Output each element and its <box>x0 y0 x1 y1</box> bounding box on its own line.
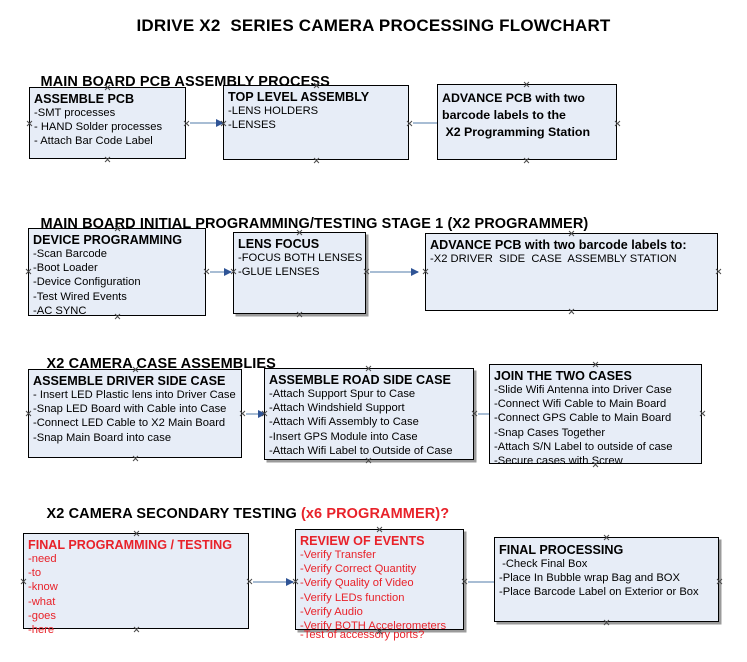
node-title: JOIN THE TWO CASES <box>494 369 632 383</box>
node-line: -Verify Quality of Video <box>300 577 414 590</box>
node-line: -SMT processes <box>34 107 116 119</box>
node-lens-focus[interactable]: LENS FOCUS -FOCUS BOTH LENSES -GLUE LENS… <box>233 232 366 314</box>
node-join-the-two-cases[interactable]: JOIN THE TWO CASES -Slide Wifi Antenna i… <box>489 364 702 467</box>
node-assemble-road-side-case[interactable]: ASSEMBLE ROAD SIDE CASE -Attach Support … <box>264 368 474 460</box>
node-line: -Connect Wifi Cable to Main Board <box>494 398 667 411</box>
node-line: -Verify LEDs function <box>300 591 405 604</box>
node-final-programming-testing[interactable]: FINAL PROGRAMMING / TESTING -need -to -k… <box>23 533 249 636</box>
node-title: TOP LEVEL ASSEMBLY <box>228 90 370 104</box>
node-line: -LENS HOLDERS <box>228 105 319 117</box>
node-line: -AC SYNC <box>33 304 87 317</box>
node-title: REVIEW OF EVENTS <box>300 534 425 548</box>
node-line: X2 Programming Station <box>442 125 591 139</box>
node-title: ASSEMBLE ROAD SIDE CASE <box>269 373 451 387</box>
node-title: ADVANCE PCB with two barcode labels to: <box>430 238 687 252</box>
node-line: - Attach Bar Code Label <box>34 135 153 148</box>
node-line: -Connect LED Cable to X2 Main Board <box>33 417 226 430</box>
node-title: FINAL PROGRAMMING / TESTING <box>28 538 233 552</box>
connector-arrow <box>190 118 224 127</box>
node-line: -need <box>28 553 57 565</box>
node-top-level-assembly[interactable]: TOP LEVEL ASSEMBLY -LENS HOLDERS -LENSES <box>223 85 409 160</box>
node-line: -Verify Audio <box>300 605 363 618</box>
node-line: -Connect GPS Cable to Main Board <box>494 412 672 425</box>
node-overflow-line: -Test of accessory ports? <box>300 629 425 641</box>
node-title: FINAL PROCESSING <box>499 543 624 557</box>
node-line: -Attach Support Spur to Case <box>269 388 416 400</box>
node-line: -what <box>28 595 56 608</box>
node-line: -FOCUS BOTH LENSES <box>238 252 363 264</box>
node-line: barcode labels to the <box>442 108 566 122</box>
node-line: -Attach Wifi Assembly to Case <box>269 416 419 429</box>
node-title: DEVICE PROGRAMMING <box>33 233 183 247</box>
node-line: -Attach S/N Label to outside of case <box>494 440 673 453</box>
node-line: -Check Final Box <box>499 558 588 570</box>
node-line: -Boot Loader <box>33 262 98 275</box>
node-line: -Secure cases with Screw <box>494 455 623 468</box>
node-line: -Attach Windshield Support <box>269 402 405 415</box>
section-heading-4: X2 CAMERA SECONDARY TESTING (x6 PROGRAMM… <box>30 490 450 538</box>
node-review-of-events[interactable]: REVIEW OF EVENTS -Verify Transfer -Verif… <box>295 529 464 641</box>
node-line: -Attach Wifi Label to Outside of Case <box>269 444 453 457</box>
node-line: -X2 DRIVER SIDE CASE ASSEMBLY STATION <box>430 253 677 265</box>
node-line: -Device Configuration <box>33 276 141 289</box>
node-title: ASSEMBLE PCB <box>34 92 135 106</box>
node-line: -Scan Barcode <box>33 248 108 260</box>
section-heading-3: X2 CAMERA CASE ASSEMBLIES <box>30 340 276 388</box>
section-heading-4-red-text: (x6 PROGRAMMER)? <box>300 506 450 522</box>
node-title: ASSEMBLE DRIVER SIDE CASE <box>33 374 226 388</box>
node-assemble-driver-side-case[interactable]: ASSEMBLE DRIVER SIDE CASE - Insert LED P… <box>28 369 242 458</box>
node-advance-pcb-x2-programming[interactable]: ADVANCE PCB with two barcode labels to t… <box>437 84 617 160</box>
section-heading-4-text: X2 CAMERA SECONDARY TESTING <box>46 506 301 522</box>
node-line: -Insert GPS Module into Case <box>269 430 418 443</box>
node-line: -Snap Cases Together <box>494 426 606 439</box>
node-line: -Test Wired Events <box>33 290 127 303</box>
node-line: -Verify BOTH Accelerometers <box>300 620 447 633</box>
node-line: -Snap Main Board into case <box>33 431 172 444</box>
node-line: -GLUE LENSES <box>238 266 320 279</box>
node-line: -Slide Wifi Antenna into Driver Case <box>494 384 672 396</box>
node-line: -Place Barcode Label on Exterior or Box <box>499 586 699 599</box>
connector-arrow <box>253 577 294 586</box>
node-line: -Verify Transfer <box>300 549 376 561</box>
connector-arrow <box>210 267 232 276</box>
node-line: ADVANCE PCB with two <box>442 91 585 105</box>
node-line: -LENSES <box>228 119 276 132</box>
node-line: -Verify Correct Quantity <box>300 563 417 576</box>
node-line: -goes <box>28 609 56 622</box>
node-line: -know <box>28 581 58 594</box>
node-line: - HAND Solder processes <box>34 121 163 134</box>
page-title: IDRIVE X2 SERIES CAMERA PROCESSING FLOWC… <box>136 16 611 35</box>
connector-arrow <box>370 267 419 276</box>
node-line: -Place In Bubble wrap Bag and BOX <box>499 572 680 585</box>
node-advance-pcb-driver-side[interactable]: ADVANCE PCB with two barcode labels to: … <box>425 233 718 311</box>
node-assemble-pcb[interactable]: ASSEMBLE PCB -SMT processes - HAND Solde… <box>29 87 186 159</box>
node-line: -Snap LED Board with Cable into Case <box>33 403 227 416</box>
node-final-processing[interactable]: FINAL PROCESSING -Check Final Box -Place… <box>494 537 719 622</box>
node-line: -here <box>28 624 55 637</box>
node-line: - Insert LED Plastic lens into Driver Ca… <box>33 389 236 401</box>
connector-arrow <box>246 409 266 418</box>
node-title: LENS FOCUS <box>238 237 320 251</box>
node-device-programming[interactable]: DEVICE PROGRAMMING -Scan Barcode -Boot L… <box>28 228 206 317</box>
node-line: -to <box>28 567 42 580</box>
section-heading-3-text: X2 CAMERA CASE ASSEMBLIES <box>46 356 276 372</box>
